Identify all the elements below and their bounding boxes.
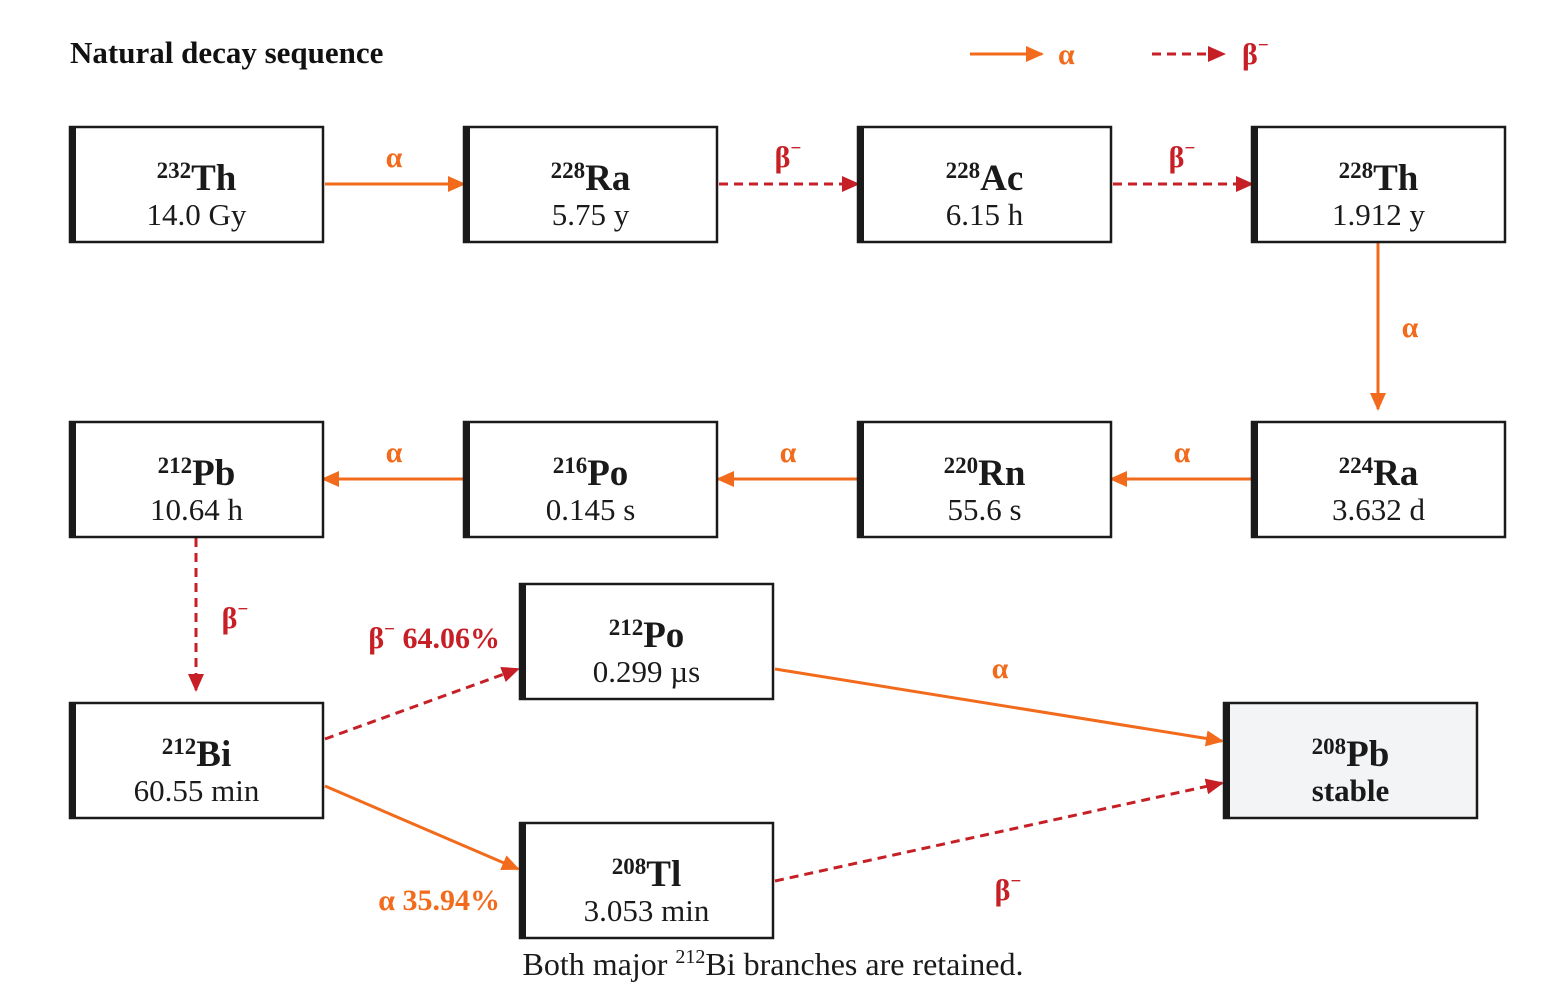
nuclide-box — [68, 701, 325, 820]
nuclide-box — [518, 582, 775, 701]
nuclide-halflife: stable — [1312, 773, 1390, 808]
transition-bi212-to-po212-label: β− 64.06% — [368, 619, 500, 655]
transition-ra224-to-rn220-label: α — [1174, 436, 1191, 469]
nuclide-box-accent — [69, 702, 76, 819]
nuclide-box-accent — [1251, 126, 1258, 243]
legend-beta-label: β− — [1242, 35, 1269, 71]
transition-po212-to-pb208-label: α — [992, 652, 1009, 685]
nuclide-halflife: 0.299 µs — [593, 654, 700, 689]
nuclide-name: 212Po — [609, 615, 685, 656]
nuclide-halflife: 1.912 y — [1332, 197, 1426, 232]
nuclide-name: 208Tl — [612, 854, 681, 895]
transition-pb212-to-bi212-label: β− — [222, 599, 249, 635]
nuclide-box — [462, 125, 719, 244]
transition-ra228-to-ac228-label: β− — [775, 138, 802, 174]
nuclide-box-accent — [463, 126, 470, 243]
nuclide-halflife: 3.053 min — [584, 893, 710, 928]
nuclide-halflife: 6.15 h — [946, 197, 1024, 232]
nuclide-name: 220Rn — [944, 453, 1026, 494]
nuclide-name: 228Ra — [551, 158, 631, 199]
decay-transitions: α β− β− α α α α β− β− 64.06% α 35.94% α β− — [188, 138, 1419, 917]
transition-bi212-to-po212-arrow — [324, 666, 520, 741]
nuclide-box — [68, 125, 325, 244]
nuclide-halflife: 5.75 y — [552, 197, 630, 232]
footer-note: Both major 212Bi branches are retained. — [523, 946, 1024, 982]
nuclide-box-accent — [857, 126, 864, 243]
nuclide-name: 228Ac — [946, 158, 1024, 199]
nuclide-box — [518, 821, 775, 940]
nuclide-name: 232Th — [157, 158, 237, 199]
nuclide-name: 212Bi — [162, 734, 231, 775]
nuclide-box-accent — [1223, 702, 1230, 819]
transition-rn220-to-po216-label: α — [780, 436, 797, 469]
nuclide-box — [1250, 125, 1507, 244]
nuclide-name: 224Ra — [1339, 453, 1419, 494]
nuclide-box-accent — [519, 583, 526, 700]
nuclide-box-accent — [69, 126, 76, 243]
transition-ac228-to-th228-label: β− — [1169, 138, 1196, 174]
transition-bi212-to-tl208-label: α 35.94% — [378, 884, 500, 917]
nuclide-box-accent — [463, 421, 470, 538]
nuclide-box-accent — [69, 421, 76, 538]
nuclide-name: 228Th — [1339, 158, 1419, 199]
nuclide-box-accent — [519, 822, 526, 939]
nuclide-name: 216Po — [553, 453, 629, 494]
transition-tl208-to-pb208-label: β− — [995, 871, 1022, 907]
legend: α β− — [970, 35, 1269, 71]
transition-th232-to-ra228-label: α — [386, 141, 403, 174]
nuclide-box — [1222, 701, 1479, 820]
nuclide-halflife: 0.145 s — [546, 492, 636, 527]
nuclide-halflife: 14.0 Gy — [147, 197, 247, 232]
nuclide-name: 212Pb — [158, 453, 236, 494]
nuclide-halflife: 3.632 d — [1332, 492, 1426, 527]
transition-po212-to-pb208-arrow — [774, 667, 1224, 747]
nuclide-halflife: 60.55 min — [134, 773, 260, 808]
transition-tl208-to-pb208-arrow — [774, 778, 1224, 883]
nuclide-box-accent — [857, 421, 864, 538]
nuclide-box — [68, 420, 325, 539]
transition-po216-to-pb212-label: α — [386, 436, 403, 469]
nuclide-box — [856, 125, 1113, 244]
legend-alpha-label: α — [1058, 38, 1075, 71]
transition-bi212-to-tl208-arrow — [324, 784, 520, 871]
transition-th228-to-ra224-label: α — [1402, 311, 1419, 344]
nuclide-box-accent — [1251, 421, 1258, 538]
nuclide-box — [856, 420, 1113, 539]
nuclide-halflife: 10.64 h — [150, 492, 244, 527]
diagram-title: Natural decay sequence — [70, 35, 383, 70]
nuclide-name: 208Pb — [1312, 734, 1390, 775]
nuclide-halflife: 55.6 s — [947, 492, 1021, 527]
nuclide-box — [1250, 420, 1507, 539]
